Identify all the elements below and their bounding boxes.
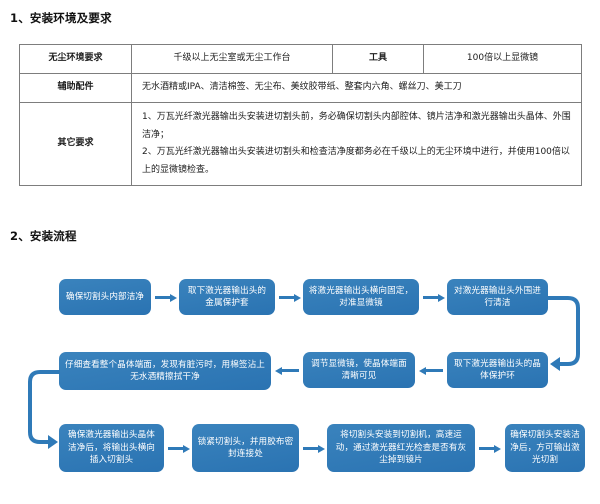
flow-step-4[interactable]: 对激光器输出头外围进行清洁 [447, 279, 548, 315]
cell-other-requirements-value: 1、万瓦光纤激光器输出头安装进切割头前，务必确保切割头内部腔体、镜片洁净和激光器… [131, 101, 582, 187]
installation-flowchart: 确保切割头内部洁净 取下激光器输出头的金属保护套 将激光器输出头横向固定，对准显… [0, 252, 600, 500]
flow-step-10[interactable]: 将切割头安装到切割机，高速运动，通过激光器红光检查是否有灰尘掉到镜片 [327, 424, 475, 472]
cell-clean-env-value: 千级以上无尘室或无尘工作台 [131, 44, 333, 74]
connector-row2-to-row3 [18, 360, 66, 460]
section-heading-installation-environment: 1、安装环境及要求 [10, 11, 112, 25]
arrow-step-10-to-11 [479, 444, 501, 453]
flow-step-3[interactable]: 将激光器输出头横向固定，对准显微镜 [303, 279, 419, 315]
arrow-step-8-to-9 [168, 444, 190, 453]
cell-other-requirements-label: 其它要求 [19, 101, 132, 187]
cell-accessories-value: 无水酒精或IPA、清洁棉签、无尘布、美纹胶带纸、整套内六角、螺丝刀、美工刀 [131, 73, 582, 103]
flow-step-5[interactable]: 仔细查看整个晶体端面，发现有脏污时，用棉签沾上无水酒精擦拭干净 [59, 352, 271, 390]
requirement-note-2: 2、万瓦光纤激光器输出头安装进切割头和检查洁净度都务必在千级以上的无尘环境中进行… [142, 147, 570, 175]
flow-step-6[interactable]: 调节显微镜，使晶体端面清晰可见 [303, 352, 415, 388]
requirements-table: 无尘环境要求 千级以上无尘室或无尘工作台 工具 100倍以上显微镜 辅助配件 无… [19, 44, 582, 187]
table-row: 辅助配件 无水酒精或IPA、清洁棉签、无尘布、美纹胶带纸、整套内六角、螺丝刀、美… [19, 73, 582, 103]
section-heading-installation-process: 2、安装流程 [10, 229, 77, 243]
connector-row1-to-row2 [540, 286, 586, 382]
flow-step-1[interactable]: 确保切割头内部洁净 [59, 279, 151, 315]
flow-step-11[interactable]: 确保切割头安装洁净后，方可输出激光切割 [505, 424, 585, 472]
flow-step-7[interactable]: 取下激光器输出头的晶体保护环 [447, 352, 548, 388]
table-row: 无尘环境要求 千级以上无尘室或无尘工作台 工具 100倍以上显微镜 [19, 44, 582, 74]
arrow-step-1-to-2 [155, 293, 177, 302]
arrow-step-6-to-5 [275, 366, 299, 375]
flow-step-8[interactable]: 确保激光器输出头晶体洁净后，将输出头横向插入切割头 [59, 424, 164, 472]
requirement-note-1: 1、万瓦光纤激光器输出头安装进切割头前，务必确保切割头内部腔体、镜片洁净和激光器… [142, 112, 571, 140]
cell-accessories-label: 辅助配件 [19, 73, 132, 103]
flow-step-9[interactable]: 锁紧切割头，并用胶布密封连接处 [192, 424, 299, 472]
arrow-step-9-to-10 [303, 444, 325, 453]
cell-tools-value: 100倍以上显微镜 [423, 44, 582, 74]
table-row: 其它要求 1、万瓦光纤激光器输出头安装进切割头前，务必确保切割头内部腔体、镜片洁… [19, 101, 582, 187]
arrow-step-2-to-3 [279, 293, 301, 302]
cell-clean-env-label: 无尘环境要求 [19, 44, 132, 74]
arrow-step-7-to-6 [419, 366, 443, 375]
arrow-step-3-to-4 [423, 293, 445, 302]
flow-step-2[interactable]: 取下激光器输出头的金属保护套 [179, 279, 275, 315]
cell-tools-label: 工具 [332, 44, 424, 74]
